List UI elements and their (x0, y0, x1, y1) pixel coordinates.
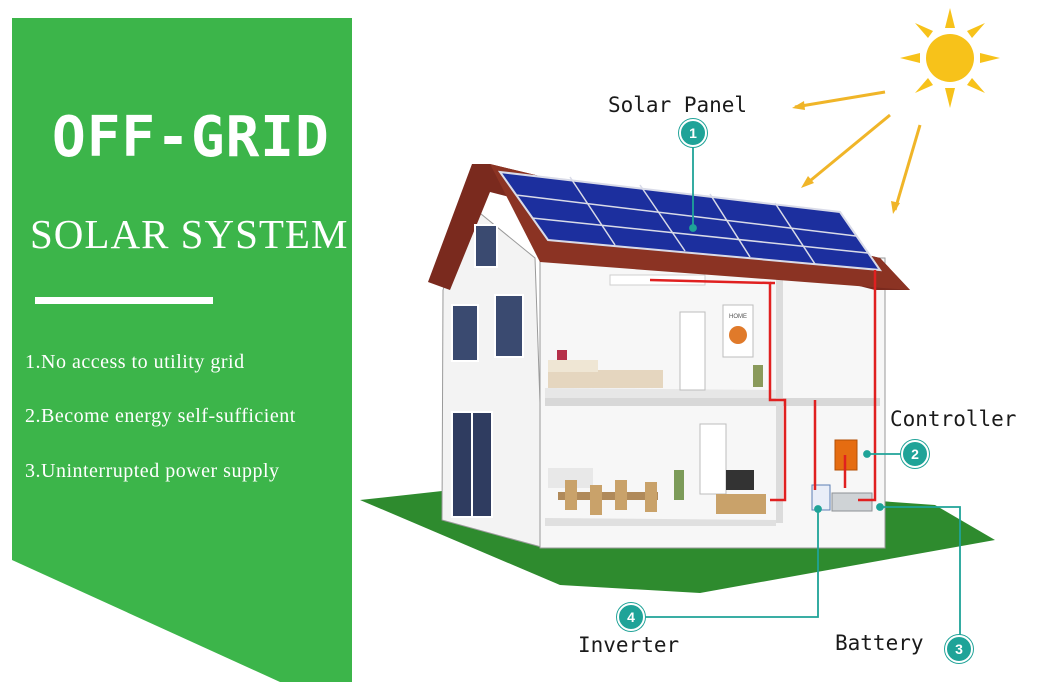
label-controller: Controller (890, 407, 1017, 431)
label-solar-panel: Solar Panel (608, 93, 748, 117)
feature-item: 3.Uninterrupted power supply (25, 460, 280, 482)
battery-unit (831, 492, 873, 512)
callout-number-solar-panel: 1 (679, 119, 707, 147)
controller-box (834, 439, 858, 471)
panel-title: OFF-GRID (52, 105, 330, 170)
panel-divider (35, 297, 213, 304)
callout-number-inverter: 4 (617, 603, 645, 631)
label-battery: Battery (835, 631, 924, 655)
lawn (360, 478, 995, 593)
panel-subtitle: SOLAR SYSTEM (30, 211, 349, 257)
house-illustration: HOME (428, 164, 910, 549)
callout-number-controller: 2 (901, 440, 929, 468)
solar-array (497, 170, 883, 272)
label-inverter: Inverter (578, 633, 680, 657)
feature-item: 2.Become energy self-sufficient (25, 405, 296, 427)
feature-item: 1.No access to utility grid (25, 351, 245, 373)
sun-icon (792, 8, 1000, 214)
wall-art-text: HOME (729, 314, 747, 320)
callout-leaders (643, 145, 961, 637)
inverter-unit (811, 484, 831, 511)
callout-number-battery: 3 (945, 635, 973, 663)
